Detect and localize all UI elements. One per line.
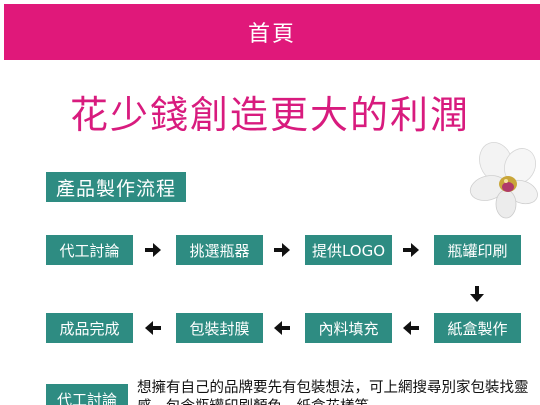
intro-description: 想擁有自己的品牌要先有包裝想法，可上網搜尋別家包裝找靈感，包含瓶罐印刷顏色、紙盒… xyxy=(137,380,529,405)
arrow-right-icon xyxy=(143,240,163,260)
step-content-filling: 內料填充 xyxy=(305,313,392,343)
arrow-down-icon xyxy=(467,284,487,304)
arrow-right-icon xyxy=(401,240,421,260)
section-title: 產品製作流程 xyxy=(46,172,187,202)
orchid-flower-icon xyxy=(468,140,540,222)
arrow-left-icon xyxy=(401,318,421,338)
step-bottle-printing: 瓶罐印刷 xyxy=(434,235,521,265)
page-headline: 花少錢創造更大的利潤 xyxy=(69,93,470,137)
step-oem-discussion: 代工討論 xyxy=(46,235,133,265)
arrow-left-icon xyxy=(143,318,163,338)
step-choose-bottle: 挑選瓶器 xyxy=(176,235,263,265)
step-provide-logo: 提供LOGO xyxy=(305,235,392,265)
nav-home-link[interactable]: 首頁 xyxy=(247,22,296,47)
arrow-right-icon xyxy=(272,240,292,260)
top-nav-bar: 首頁 xyxy=(4,4,540,60)
arrow-left-icon xyxy=(272,318,292,338)
intro-step-tag: 代工討論 xyxy=(46,384,128,405)
step-packaging-seal: 包裝封膜 xyxy=(176,313,263,343)
step-box-making: 紙盒製作 xyxy=(434,313,521,343)
step-finished-product: 成品完成 xyxy=(46,313,133,343)
